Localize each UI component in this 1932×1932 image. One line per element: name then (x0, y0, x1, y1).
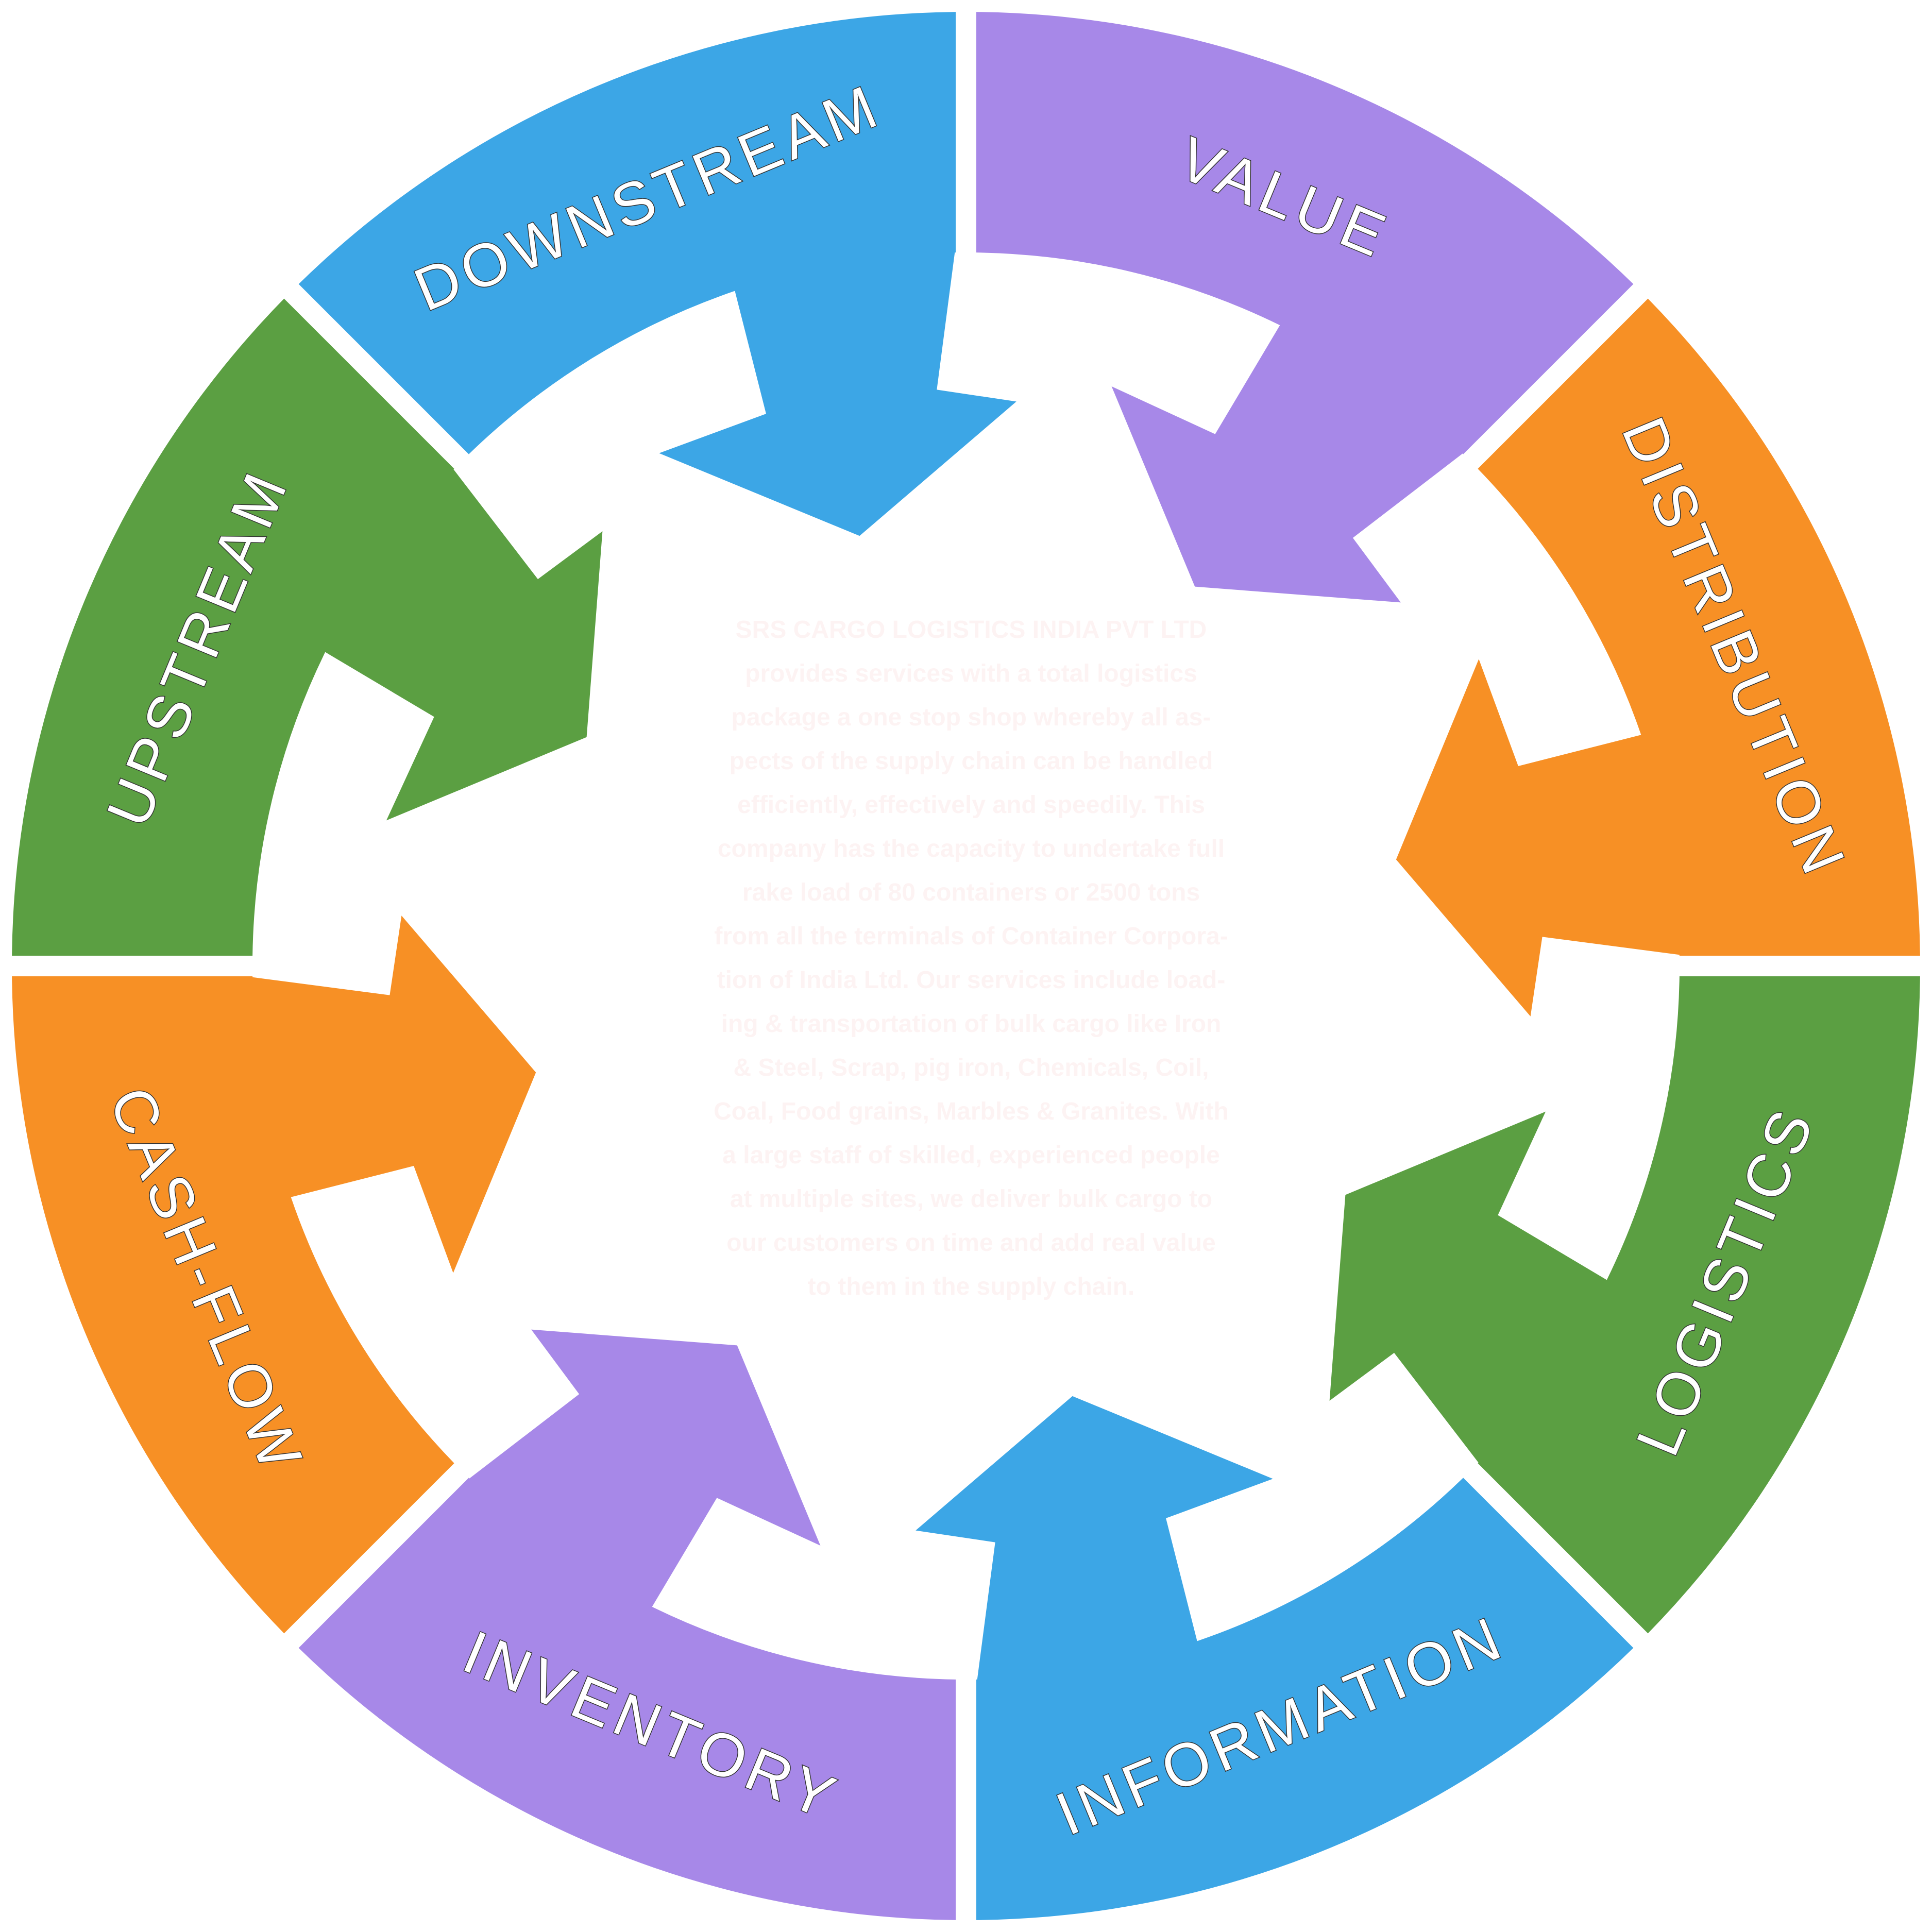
description-line: rake load of 80 containers or 2500 tons (742, 879, 1200, 906)
segment-downstream (298, 12, 1016, 536)
description-line: company has the capacity to undertake fu… (717, 835, 1225, 862)
description-line: provides services with a total logistics (745, 660, 1197, 687)
description-line: ing & transportation of bulk cargo like … (721, 1010, 1222, 1038)
company-description: SRS CARGO LOGISTICS INDIA PVT LTD provide… (592, 608, 1350, 1329)
description-line: our customers on time and add real value (726, 1229, 1216, 1257)
description-line: at multiple sites, we deliver bulk cargo… (730, 1185, 1213, 1213)
description-line: to them in the supply chain. (807, 1273, 1135, 1300)
description-line: Coal, Food grains, Marbles & Granites. W… (714, 1098, 1229, 1125)
description-line: a large staff of skilled, experienced pe… (722, 1142, 1220, 1169)
segment-distribution (1396, 298, 1920, 1016)
description-line: & Steel, Scrap, pig iron, Chemicals, Coi… (733, 1054, 1209, 1081)
segment-cash-flow (12, 916, 536, 1634)
segment-inventory (298, 1329, 956, 1920)
segment-information (916, 1396, 1634, 1920)
description-line: SRS CARGO LOGISTICS INDIA PVT LTD (735, 616, 1207, 643)
description-line: pects of the supply chain can be handled (729, 748, 1213, 775)
description-line: package a one stop shop whereby all as- (731, 704, 1211, 731)
segment-upstream (12, 298, 603, 956)
segment-logistics (1329, 976, 1920, 1634)
segment-value (976, 12, 1634, 603)
description-line: from all the terminals of Container Corp… (714, 923, 1228, 950)
description-line: tion of India Ltd. Our services include … (717, 967, 1226, 994)
description-line: efficiently, effectively and speedily. T… (737, 791, 1205, 819)
